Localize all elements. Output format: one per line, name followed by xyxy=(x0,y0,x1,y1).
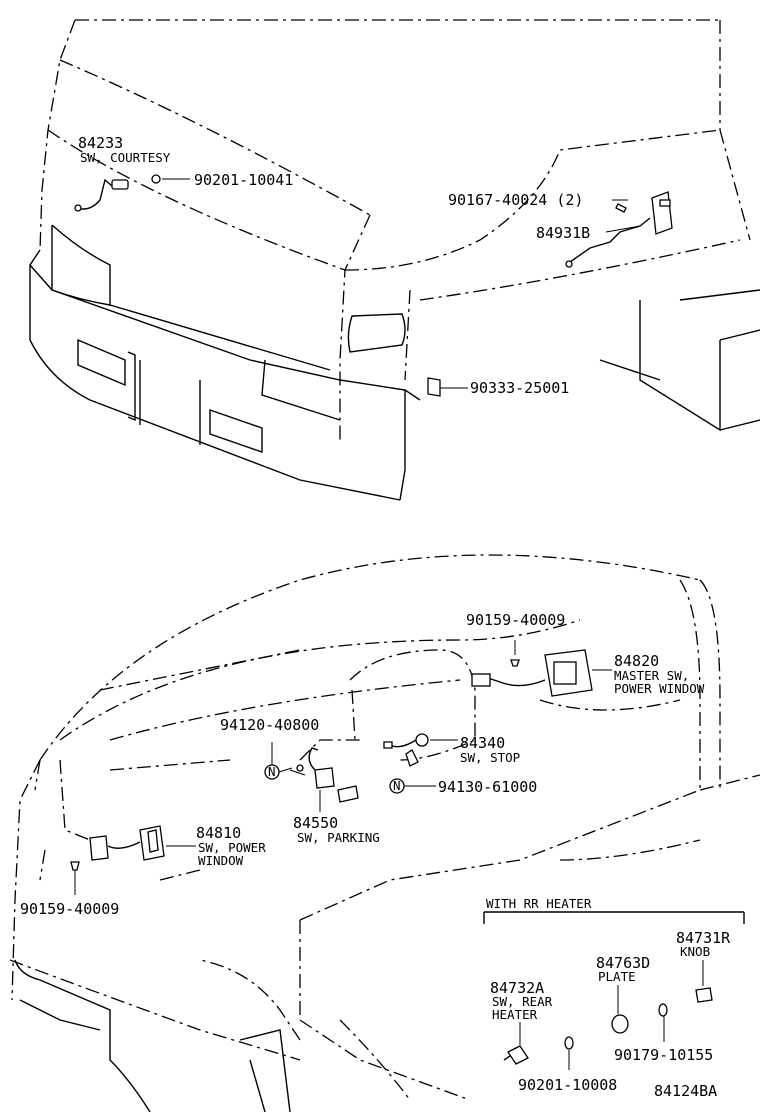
callout-90333-25001: 90333-25001 xyxy=(470,379,569,397)
callout-84550-name: SW, PARKING xyxy=(297,830,380,845)
n-mark-1: N xyxy=(268,764,276,779)
power-window-switch-84810-part xyxy=(70,825,196,895)
callout-84820-name-1: MASTER SW, xyxy=(614,668,689,683)
callout-84732a: 84732A xyxy=(490,979,544,997)
callout-84731r: 84731R xyxy=(676,929,731,947)
figure-code: 84124BA xyxy=(654,1082,717,1100)
rr-heater-inset: WITH RR HEATER 84731R KNOB 84763D PLATE … xyxy=(483,896,745,1094)
callout-84810-name-2: WINDOW xyxy=(198,853,244,868)
master-switch-84820-part xyxy=(471,640,612,697)
callout-84763d: 84763D xyxy=(596,954,650,972)
callout-84820: 84820 xyxy=(614,652,659,670)
callout-84931b: 84931B xyxy=(536,224,590,242)
callout-90167-40024: 90167-40024 (2) xyxy=(448,191,583,209)
stop-switch-84340-part xyxy=(383,733,458,767)
callout-94130-61000: 94130-61000 xyxy=(438,778,537,796)
n-mark-2: N xyxy=(393,778,401,793)
label-90333-part xyxy=(427,377,468,397)
callout-90201-10041: 90201-10041 xyxy=(194,171,293,189)
callout-84340-name: SW, STOP xyxy=(460,750,520,765)
callout-84233-name: SW, COURTESY xyxy=(80,150,171,165)
callout-84550: 84550 xyxy=(293,814,338,832)
callout-84810-name-1: SW, POWER xyxy=(198,840,266,855)
parking-switch-84550-part xyxy=(289,747,359,812)
instrument-panel-illustration xyxy=(9,554,760,1112)
callout-90179-10155: 90179-10155 xyxy=(614,1046,713,1064)
callout-84732a-name-2: HEATER xyxy=(492,1007,538,1022)
callout-90159-40009-top: 90159-40009 xyxy=(466,611,565,629)
callout-94120-40800: 94120-40800 xyxy=(220,716,319,734)
callout-84732a-name-1: SW, REAR xyxy=(492,994,553,1009)
callout-90201-10008: 90201-10008 xyxy=(518,1076,617,1094)
callout-84810: 84810 xyxy=(196,824,241,842)
heater-heading: WITH RR HEATER xyxy=(486,896,592,911)
upper-cab-illustration xyxy=(29,19,760,501)
nut-94130-61000-part: N xyxy=(389,778,436,794)
callout-84820-name-2: POWER WINDOW xyxy=(614,681,705,696)
callout-84763d-name: PLATE xyxy=(598,969,636,984)
courtesy-switch-part xyxy=(74,178,129,212)
callout-84233: 84233 xyxy=(78,134,123,152)
nut-90201-10041-part xyxy=(151,174,190,184)
callout-90159-40009-bottom: 90159-40009 xyxy=(20,900,119,918)
switch-84931b-part xyxy=(565,191,673,268)
nut-94120-40800-part: N xyxy=(264,742,293,780)
callout-84731r-name: KNOB xyxy=(680,944,710,959)
callout-84340: 84340 xyxy=(460,734,505,752)
